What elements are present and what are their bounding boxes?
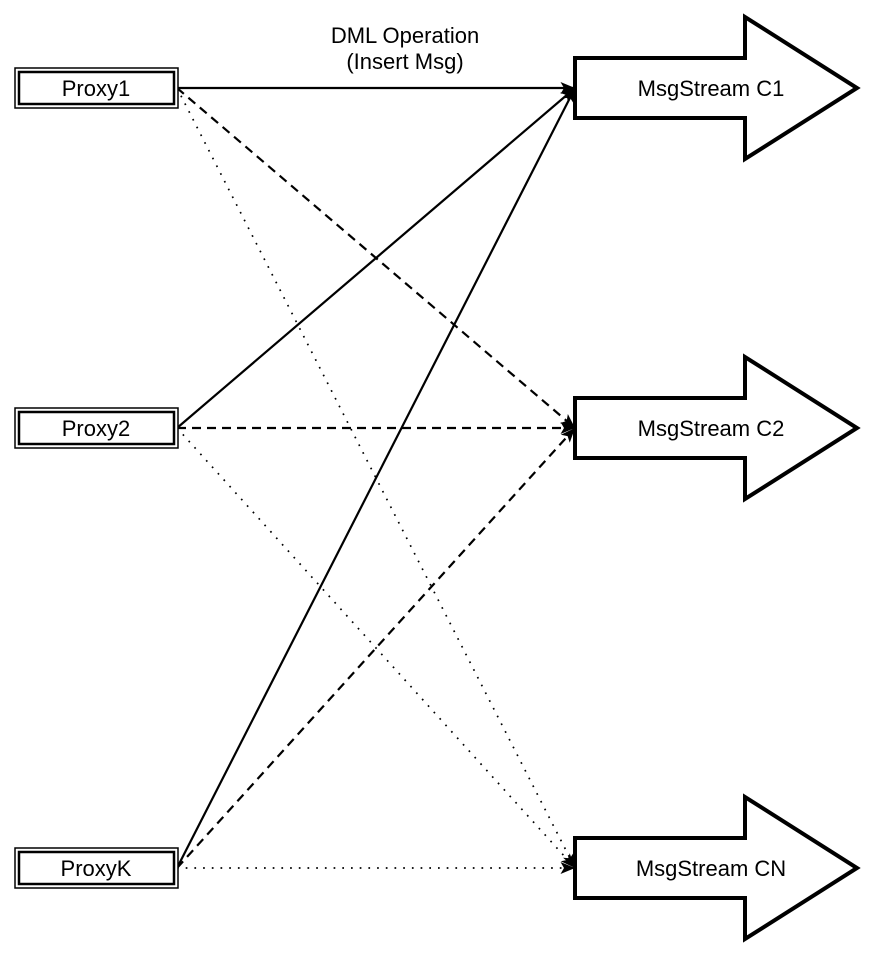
title-line2: (Insert Msg) [346, 49, 463, 74]
proxy1-label: Proxy1 [62, 76, 130, 101]
stream-cn-node: MsgStream CN [573, 793, 861, 943]
proxyk-label: ProxyK [61, 856, 132, 881]
proxyk-node: ProxyK [14, 847, 179, 889]
proxy1-box-inner [17, 70, 176, 106]
stream-c2-node: MsgStream C2 [573, 353, 861, 503]
proxy2-label: Proxy2 [62, 416, 130, 441]
stream-cn-arrow-shape [573, 793, 861, 943]
title-line1: DML Operation [331, 23, 479, 48]
proxy2-box-inner [17, 410, 176, 446]
stream-c1-label: MsgStream C1 [638, 76, 785, 101]
proxyk-box-inner [17, 850, 176, 886]
stream-c2-label: MsgStream C2 [638, 416, 785, 441]
edges [176, 82, 576, 874]
proxy2-node: Proxy2 [14, 407, 179, 449]
stream-c1-arrow-shape [573, 13, 861, 163]
edge-proxyk-c1 [176, 87, 576, 869]
title-label: DML Operation (Insert Msg) [331, 23, 479, 74]
edge-proxyk-c2 [176, 427, 576, 869]
stream-c1-node: MsgStream C1 [573, 13, 861, 163]
edge-proxy2-cn [176, 427, 576, 869]
stream-c2-arrow-shape [573, 353, 861, 503]
edge-proxy1-c2 [176, 87, 576, 429]
proxy1-node: Proxy1 [14, 67, 179, 109]
stream-cn-label: MsgStream CN [636, 856, 786, 881]
